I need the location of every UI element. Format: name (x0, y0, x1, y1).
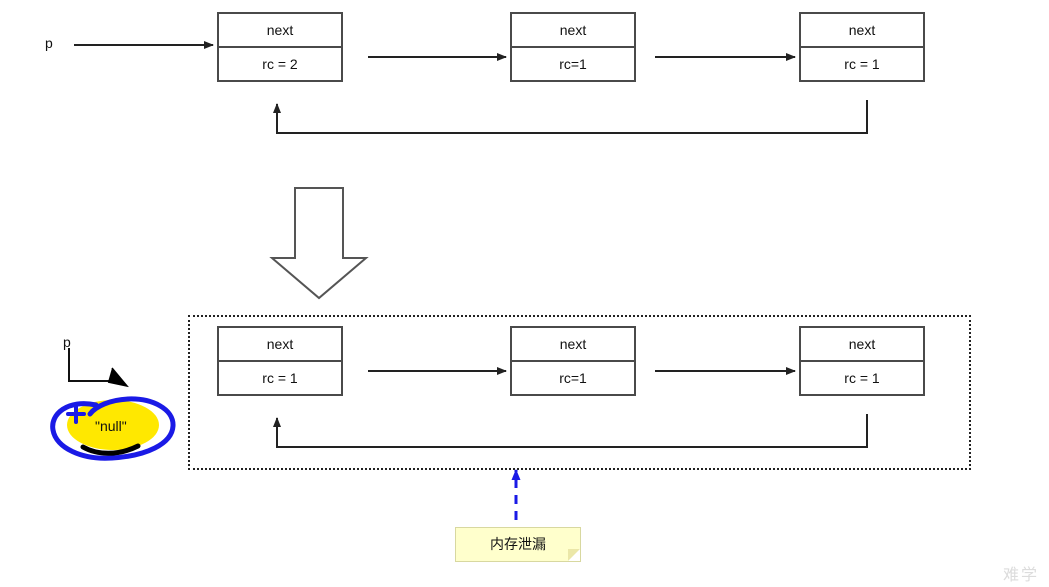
bottom-node-1: next rc = 1 (217, 326, 343, 396)
arrow-top-cycle-back (273, 100, 868, 134)
top-node-1: next rc = 2 (217, 12, 343, 82)
top-node-1-next: next (219, 14, 341, 48)
bottom-node-1-rc: rc = 1 (262, 370, 298, 386)
transition-down-arrow (269, 187, 369, 300)
top-node-1-rc: rc = 2 (262, 56, 298, 72)
memory-leak-note: 内存泄漏 (455, 527, 581, 562)
note-fold-corner (568, 549, 580, 561)
blue-plus-mark (66, 404, 86, 424)
black-ink-underline (80, 443, 141, 456)
top-node-2-next: next (512, 14, 634, 48)
pointer-p-bottom-arrowhead (107, 367, 129, 388)
top-node-3-rc: rc = 1 (844, 56, 880, 72)
bottom-node-1-next: next (219, 328, 341, 362)
pointer-label-top: p (45, 35, 53, 51)
top-node-2: next rc=1 (510, 12, 636, 82)
top-node-3: next rc = 1 (799, 12, 925, 82)
top-node-2-rc: rc=1 (559, 56, 587, 72)
leaked-region-box (188, 315, 971, 470)
memory-leak-note-text: 内存泄漏 (490, 536, 546, 552)
bottom-node-3-next: next (801, 328, 923, 362)
bottom-node-3-rc: rc = 1 (844, 370, 880, 386)
bottom-node-2-next: next (512, 328, 634, 362)
bottom-node-3: next rc = 1 (799, 326, 925, 396)
bottom-node-2: next rc=1 (510, 326, 636, 396)
pointer-p-bottom-line (68, 348, 122, 382)
top-node-3-next: next (801, 14, 923, 48)
watermark: 难学 (1002, 567, 1039, 584)
null-label: "null" (95, 418, 127, 434)
bottom-node-2-rc: rc=1 (559, 370, 587, 386)
pointer-label-bottom: p (63, 334, 71, 350)
